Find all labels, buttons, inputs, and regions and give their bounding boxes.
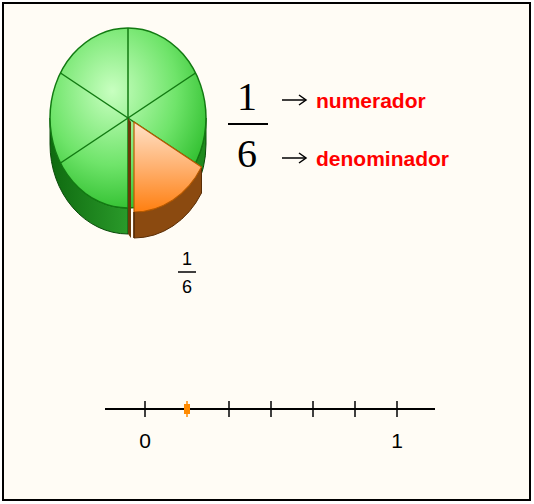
denominator-digit: 6	[182, 278, 192, 296]
denominator-digit: 6	[237, 134, 257, 174]
term-label: numerador	[316, 90, 426, 111]
frame	[3, 3, 530, 500]
axis-number: 1	[391, 430, 403, 451]
axis-number: 0	[139, 430, 151, 451]
fraction-bar	[178, 271, 196, 273]
numerator-digit: 1	[237, 77, 257, 117]
term-label: denominador	[316, 148, 449, 169]
numerator-digit: 1	[182, 250, 192, 268]
fraction-marker	[184, 404, 190, 414]
fraction-pie	[50, 28, 206, 238]
number-line	[105, 401, 435, 417]
pointer-arrow	[282, 95, 306, 163]
fraction-bar	[228, 123, 268, 125]
